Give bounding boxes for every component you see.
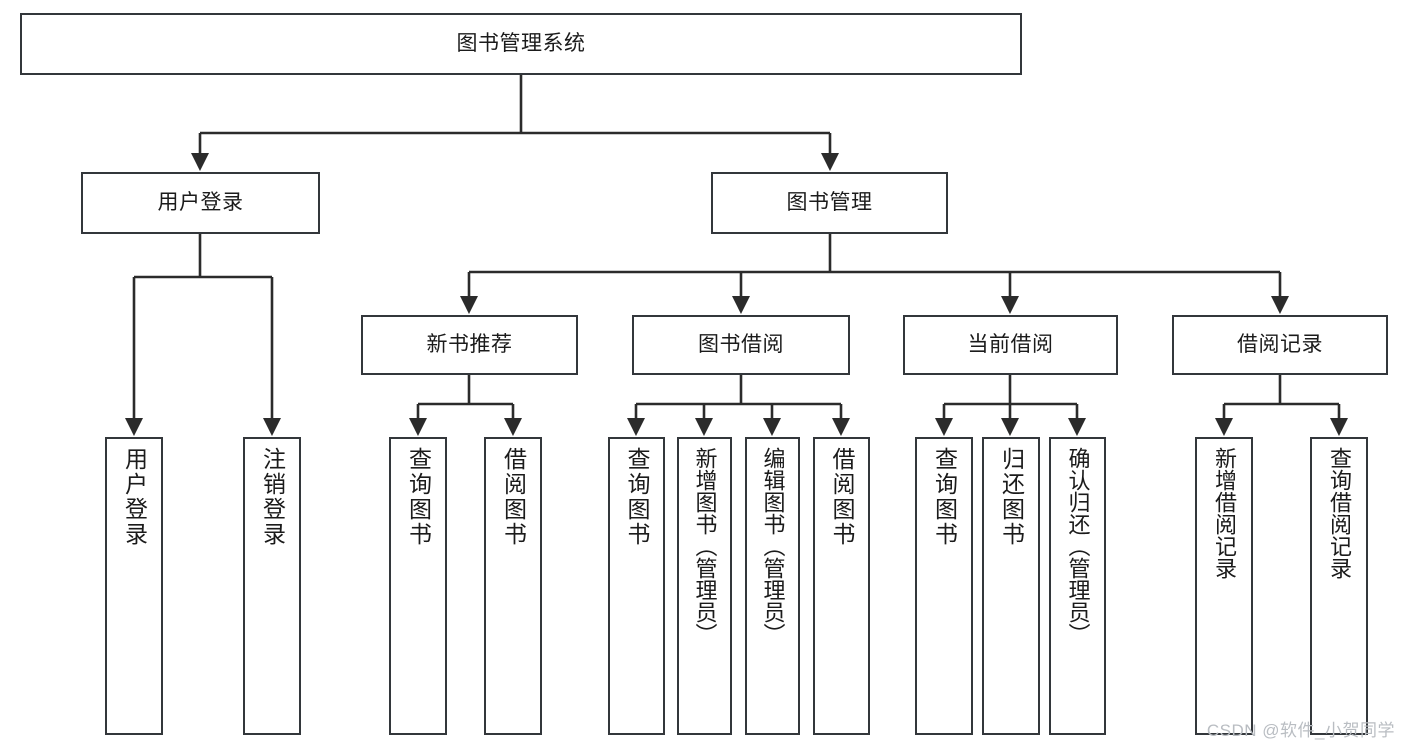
node-book-manage-label: 图书管理 <box>786 190 873 214</box>
node-leaf-borrow-book-2[interactable]: 借阅图书 <box>813 437 870 735</box>
node-leaf-edit-book[interactable]: 编辑图书（管理员） <box>745 437 800 735</box>
node-user-login-label: 用户登录 <box>157 190 244 214</box>
node-leaf-add-record[interactable]: 新增借阅记录 <box>1195 437 1253 735</box>
node-leaf-user-logout[interactable]: 注销登录 <box>243 437 301 735</box>
node-leaf-query-book-1[interactable]: 查询图书 <box>389 437 447 735</box>
node-leaf-query-book-3[interactable]: 查询图书 <box>915 437 973 735</box>
node-leaf-edit-book-label: 编辑图书（管理员） <box>760 447 786 645</box>
node-leaf-add-book-label: 新增图书（管理员） <box>692 447 718 645</box>
node-leaf-return-book[interactable]: 归还图书 <box>982 437 1040 735</box>
node-root[interactable]: 图书管理系统 <box>20 13 1022 75</box>
node-book-borrow[interactable]: 图书借阅 <box>632 315 850 375</box>
node-borrow-record[interactable]: 借阅记录 <box>1172 315 1388 375</box>
node-leaf-query-record[interactable]: 查询借阅记录 <box>1310 437 1368 735</box>
node-new-book-rec[interactable]: 新书推荐 <box>361 315 578 375</box>
node-leaf-user-login[interactable]: 用户登录 <box>105 437 163 735</box>
node-user-login[interactable]: 用户登录 <box>81 172 320 234</box>
node-root-label: 图书管理系统 <box>456 31 586 55</box>
node-leaf-query-book-3-label: 查询图书 <box>931 447 958 547</box>
node-leaf-confirm-return[interactable]: 确认归还（管理员） <box>1049 437 1106 735</box>
node-leaf-add-book[interactable]: 新增图书（管理员） <box>677 437 732 735</box>
node-book-borrow-label: 图书借阅 <box>698 332 784 356</box>
node-leaf-query-book-1-label: 查询图书 <box>405 447 432 547</box>
node-book-manage[interactable]: 图书管理 <box>711 172 948 234</box>
node-leaf-user-logout-label: 注销登录 <box>259 447 286 547</box>
node-current-borrow[interactable]: 当前借阅 <box>903 315 1118 375</box>
node-borrow-record-label: 借阅记录 <box>1237 332 1323 356</box>
node-leaf-query-book-2-label: 查询图书 <box>624 447 650 547</box>
node-leaf-query-book-2[interactable]: 查询图书 <box>608 437 665 735</box>
node-leaf-user-login-label: 用户登录 <box>121 447 148 547</box>
node-leaf-confirm-return-label: 确认归还（管理员） <box>1065 447 1091 645</box>
node-new-book-rec-label: 新书推荐 <box>426 332 513 356</box>
node-leaf-borrow-book-2-label: 借阅图书 <box>829 447 855 547</box>
node-leaf-add-record-label: 新增借阅记录 <box>1212 447 1237 579</box>
node-leaf-borrow-book-1[interactable]: 借阅图书 <box>484 437 542 735</box>
node-leaf-return-book-label: 归还图书 <box>998 447 1025 547</box>
node-leaf-borrow-book-1-label: 借阅图书 <box>500 447 527 547</box>
node-leaf-query-record-label: 查询借阅记录 <box>1327 447 1352 579</box>
node-current-borrow-label: 当前借阅 <box>967 332 1054 356</box>
